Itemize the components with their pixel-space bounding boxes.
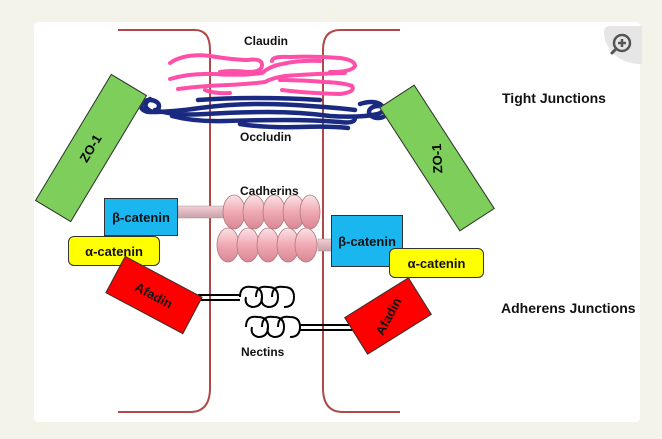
nectins-label: Nectins — [241, 345, 285, 359]
cadherin-stalk-left — [177, 205, 225, 219]
claudin-strands — [168, 53, 358, 97]
right-cell-membrane — [322, 29, 400, 413]
zoom-button[interactable] — [604, 26, 642, 64]
zo1-left-label: ZO-1 — [76, 131, 106, 165]
alpha-catenin-left: α-catenin — [68, 236, 160, 266]
adherens-junctions-label: Adherens Junctions — [501, 300, 636, 316]
cadherins-label: Cadherins — [240, 184, 299, 198]
tight-junctions-label: Tight Junctions — [502, 90, 606, 106]
left-cell-membrane — [118, 29, 211, 413]
afadin-right-label: Afadin — [371, 294, 405, 338]
afadin-left-label: Afadin — [132, 278, 176, 312]
cadherin-domains — [216, 194, 321, 263]
nectins — [198, 285, 360, 339]
claudin-label: Claudin — [244, 34, 288, 48]
occludin-label: Occludin — [240, 130, 292, 144]
alpha-catenin-right: α-catenin — [389, 248, 484, 278]
occludin-strands — [138, 95, 390, 131]
zoom-in-icon — [604, 26, 642, 64]
beta-catenin-left: β-catenin — [104, 198, 178, 236]
zo1-right-label: ZO-1 — [428, 142, 446, 174]
